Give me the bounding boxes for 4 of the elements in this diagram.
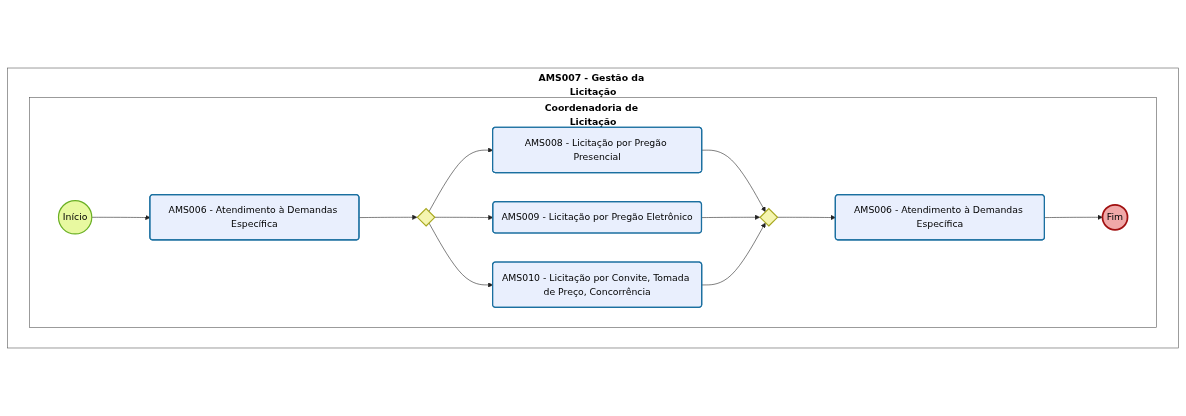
node-diamond [759,207,779,227]
node-diamond [416,207,436,227]
node-circle: Início [57,200,93,235]
node-circle: Fim [1101,203,1129,231]
